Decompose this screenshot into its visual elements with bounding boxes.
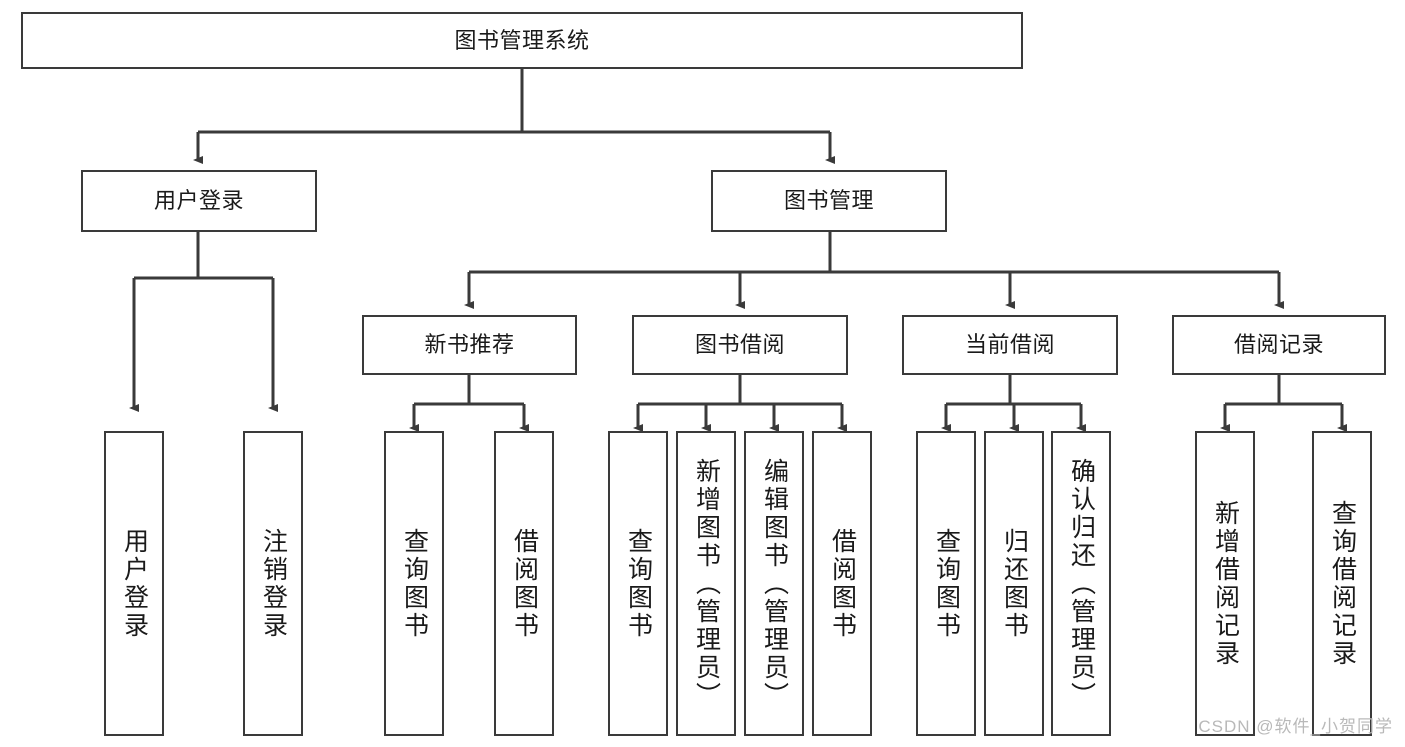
node-leaf-query-book-2[interactable]: 查询图书 (608, 431, 668, 736)
node-leaf-query-record[interactable]: 查询借阅记录 (1312, 431, 1372, 736)
node-leaf-add-book[interactable]: 新增图书（管理员） (676, 431, 736, 736)
node-book-borrow[interactable]: 图书借阅 (632, 315, 848, 375)
node-leaf-borrow-book-1[interactable]: 借阅图书 (494, 431, 554, 736)
node-leaf-query-book-1-label: 查询图书 (400, 527, 429, 640)
node-leaf-user-login-label: 用户登录 (120, 527, 149, 640)
node-leaf-query-book-3-label: 查询图书 (932, 527, 961, 640)
node-leaf-add-record-label: 新增借阅记录 (1211, 499, 1240, 668)
node-borrow-record[interactable]: 借阅记录 (1172, 315, 1386, 375)
node-book-management-label: 图书管理 (783, 188, 874, 214)
node-leaf-borrow-book-2[interactable]: 借阅图书 (812, 431, 872, 736)
node-new-book-recommend-label: 新书推荐 (424, 332, 515, 358)
node-root[interactable]: 图书管理系统 (21, 12, 1023, 69)
node-leaf-borrow-book-2-label: 借阅图书 (828, 527, 857, 640)
node-new-book-recommend[interactable]: 新书推荐 (362, 315, 577, 375)
node-leaf-query-book-3[interactable]: 查询图书 (916, 431, 976, 736)
node-leaf-logout-login[interactable]: 注销登录 (243, 431, 303, 736)
node-current-borrow[interactable]: 当前借阅 (902, 315, 1118, 375)
node-leaf-return-book[interactable]: 归还图书 (984, 431, 1044, 736)
node-book-management[interactable]: 图书管理 (711, 170, 947, 232)
node-leaf-query-book-1[interactable]: 查询图书 (384, 431, 444, 736)
node-leaf-add-book-label: 新增图书（管理员） (692, 457, 721, 710)
node-user-login[interactable]: 用户登录 (81, 170, 317, 232)
node-leaf-logout-login-label: 注销登录 (259, 527, 288, 640)
node-leaf-confirm-return-label: 确认归还（管理员） (1067, 457, 1096, 710)
node-leaf-user-login[interactable]: 用户登录 (104, 431, 164, 736)
node-leaf-query-book-2-label: 查询图书 (624, 527, 653, 640)
node-leaf-edit-book-label: 编辑图书（管理员） (760, 457, 789, 710)
node-leaf-return-book-label: 归还图书 (1000, 527, 1029, 640)
node-leaf-confirm-return[interactable]: 确认归还（管理员） (1051, 431, 1111, 736)
node-leaf-query-record-label: 查询借阅记录 (1328, 499, 1357, 668)
node-user-login-label: 用户登录 (153, 188, 244, 214)
node-root-label: 图书管理系统 (454, 27, 590, 53)
node-leaf-add-record[interactable]: 新增借阅记录 (1195, 431, 1255, 736)
node-leaf-borrow-book-1-label: 借阅图书 (510, 527, 539, 640)
node-book-borrow-label: 图书借阅 (694, 332, 785, 358)
node-borrow-record-label: 借阅记录 (1233, 332, 1324, 358)
node-leaf-edit-book[interactable]: 编辑图书（管理员） (744, 431, 804, 736)
node-current-borrow-label: 当前借阅 (964, 332, 1055, 358)
